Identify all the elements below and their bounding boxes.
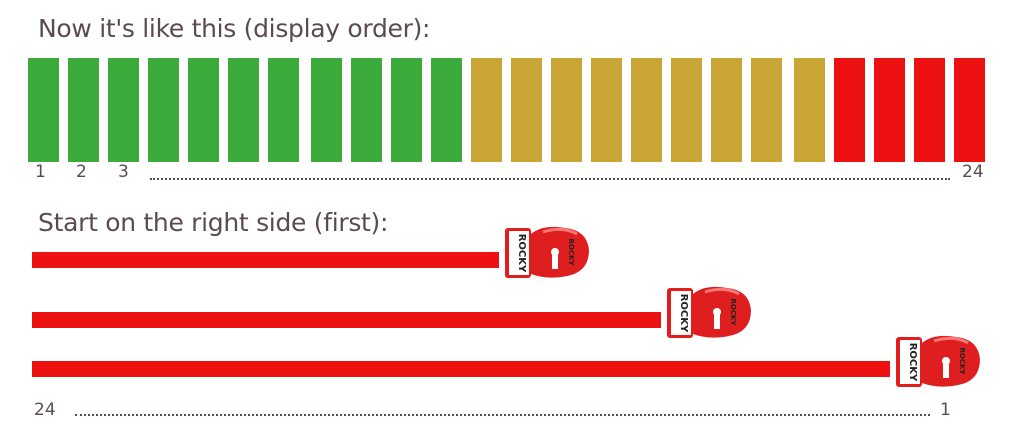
rank-bar-22 [874, 58, 905, 162]
section-title-display-order: Now it's like this (display order): [38, 14, 431, 43]
progress-track-1 [32, 252, 499, 268]
svg-text:ROCKY: ROCKY [516, 234, 527, 273]
rank-bar-5 [188, 58, 219, 162]
boxing-glove-icon: ROCKY ROCKY [503, 222, 593, 282]
rank-bar-24 [954, 58, 985, 162]
rank-bar-13 [511, 58, 542, 162]
svg-text:ROCKY: ROCKY [678, 294, 689, 333]
svg-text:ROCKY: ROCKY [567, 239, 575, 267]
label-left-24: 24 [34, 400, 56, 420]
label-right-1: 1 [940, 400, 951, 420]
progress-track-3 [32, 361, 890, 377]
svg-text:ROCKY: ROCKY [907, 343, 918, 382]
label-3: 3 [118, 162, 129, 182]
rank-bar-9 [351, 58, 382, 162]
rank-bar-8 [311, 58, 342, 162]
boxing-glove-icon: ROCKY ROCKY [894, 331, 984, 391]
rank-bar-1 [28, 58, 59, 162]
rank-bar-3 [108, 58, 139, 162]
rank-bar-12 [471, 58, 502, 162]
rank-bar-18 [711, 58, 742, 162]
rank-bar-7 [268, 58, 299, 162]
dotted-line-bottom [75, 414, 930, 416]
rank-bar-11 [431, 58, 462, 162]
label-1: 1 [35, 162, 46, 182]
rank-bar-21 [834, 58, 865, 162]
rank-bar-15 [591, 58, 622, 162]
rank-bar-19 [751, 58, 782, 162]
label-24: 24 [962, 162, 984, 182]
section-title-start-right: Start on the right side (first): [38, 208, 389, 237]
progress-track-2 [32, 312, 661, 328]
rank-bar-14 [551, 58, 582, 162]
svg-text:ROCKY: ROCKY [729, 299, 737, 327]
dotted-line-top [150, 178, 950, 180]
rank-bar-17 [671, 58, 702, 162]
svg-text:ROCKY: ROCKY [958, 348, 966, 376]
rank-bar-16 [631, 58, 662, 162]
boxing-glove-icon: ROCKY ROCKY [665, 282, 755, 342]
rank-bar-20 [794, 58, 825, 162]
rank-bar-2 [68, 58, 99, 162]
rank-bar-6 [228, 58, 259, 162]
label-2: 2 [76, 162, 87, 182]
rank-bar-10 [391, 58, 422, 162]
rank-bar-23 [914, 58, 945, 162]
rank-bar-4 [148, 58, 179, 162]
